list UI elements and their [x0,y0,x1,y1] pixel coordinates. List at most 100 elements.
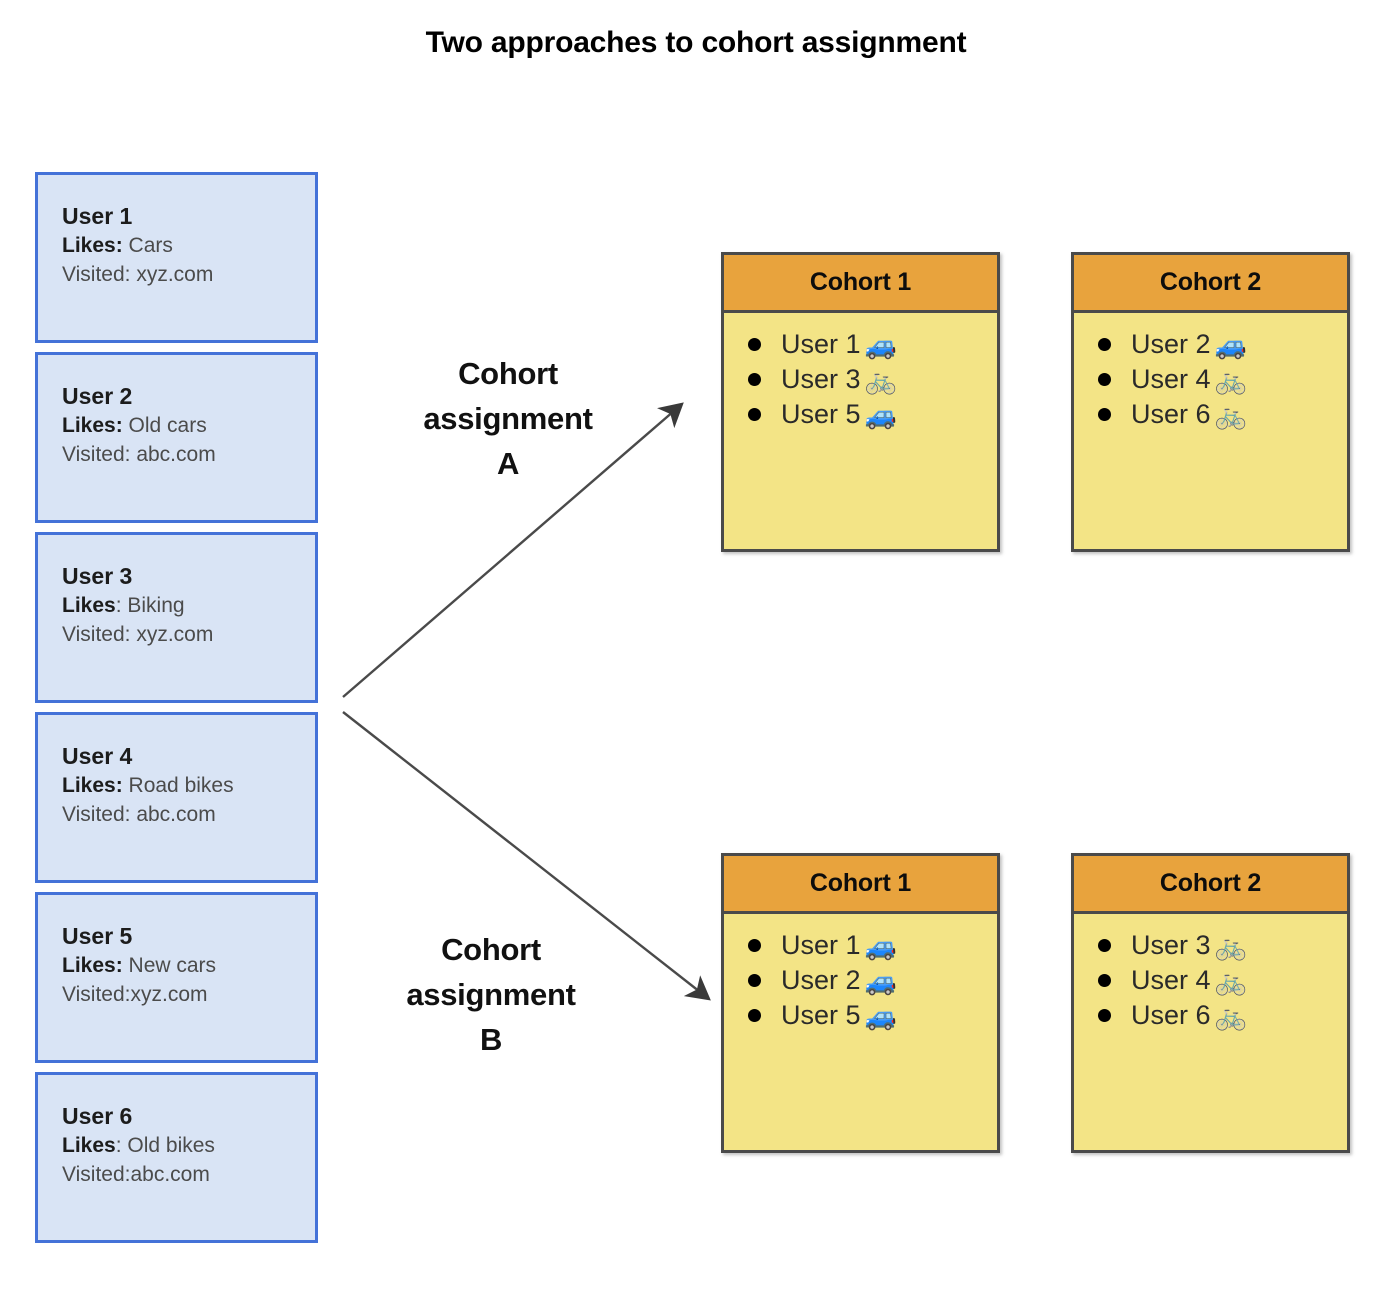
bicycle-icon: 🚲 [864,364,897,395]
likes-label: Likes [62,594,116,618]
member-label: User 4 [1131,965,1211,995]
assign-a-line2: assignment [423,400,593,436]
member-label: User 2 [781,965,861,995]
user-card[interactable]: User 5 Likes: New cars Visited:xyz.com [35,892,318,1063]
user-likes: Likes: Old bikes [62,1132,315,1161]
bullet-icon [748,974,761,987]
page-title: Two approaches to cohort assignment [425,26,967,59]
bicycle-icon: 🚲 [1214,965,1247,996]
likes-value: : Old bikes [115,1134,215,1158]
cohort-box-b1[interactable]: Cohort 1 User 1 🚙 User 2 🚙 User 5 🚙 [721,853,1000,1153]
list-item: User 6 🚲 [1074,397,1347,432]
member-label: User 6 [1131,399,1211,429]
member-label: User 5 [781,399,861,429]
bullet-icon [748,939,761,952]
likes-label: Likes: [62,234,123,258]
car-icon: 🚙 [864,930,897,961]
user-card[interactable]: User 3 Likes: Biking Visited: xyz.com [35,532,318,703]
user-name: User 2 [62,383,133,409]
user-visited: Visited: xyz.com [62,623,214,647]
bullet-icon [1098,974,1111,987]
likes-value: Road bikes [122,774,234,798]
list-item: User 3 🚲 [724,362,997,397]
cohort-box-a1[interactable]: Cohort 1 User 1 🚙 User 3 🚲 User 5 🚙 [721,252,1000,552]
cohort-title: Cohort 1 [724,856,997,914]
likes-value: Old cars [122,414,207,438]
member-label: User 3 [781,364,861,394]
bullet-icon [748,408,761,421]
cohort-box-b2[interactable]: Cohort 2 User 3 🚲 User 4 🚲 User 6 🚲 [1071,853,1350,1153]
car-icon: 🚙 [864,399,897,430]
bullet-icon [1098,338,1111,351]
member-label: User 2 [1131,329,1211,359]
likes-value: : Biking [115,594,185,618]
likes-label: Likes: [62,414,123,438]
user-visited: Visited:abc.com [62,1163,210,1187]
list-item: User 4 🚲 [1074,963,1347,998]
cohort-title: Cohort 1 [724,255,997,313]
user-likes: Likes: Old cars [62,412,315,441]
user-visited: Visited:xyz.com [62,983,208,1007]
cohort-member-list: User 2 🚙 User 4 🚲 User 6 🚲 [1074,313,1347,432]
user-card[interactable]: User 6 Likes: Old bikes Visited:abc.com [35,1072,318,1243]
user-list: User 1 Likes: Cars Visited: xyz.com User… [35,172,318,1252]
list-item: User 5 🚙 [724,397,997,432]
bullet-icon [1098,939,1111,952]
likes-label: Likes [62,1134,116,1158]
member-label: User 5 [781,1000,861,1030]
user-name: User 5 [62,923,133,949]
cohort-title: Cohort 2 [1074,255,1347,313]
cohort-box-a2[interactable]: Cohort 2 User 2 🚙 User 4 🚲 User 6 🚲 [1071,252,1350,552]
user-card[interactable]: User 2 Likes: Old cars Visited: abc.com [35,352,318,523]
bullet-icon [1098,1009,1111,1022]
car-icon: 🚙 [864,1000,897,1031]
member-label: User 1 [781,930,861,960]
user-name: User 6 [62,1103,133,1129]
cohort-member-list: User 1 🚙 User 3 🚲 User 5 🚙 [724,313,997,432]
cohort-member-list: User 3 🚲 User 4 🚲 User 6 🚲 [1074,914,1347,1033]
member-label: User 4 [1131,364,1211,394]
list-item: User 3 🚲 [1074,928,1347,963]
bicycle-icon: 🚲 [1214,930,1247,961]
list-item: User 2 🚙 [724,963,997,998]
bullet-icon [1098,373,1111,386]
user-visited: Visited: abc.com [62,803,216,827]
user-likes: Likes: Road bikes [62,772,315,801]
bullet-icon [748,373,761,386]
likes-label: Likes: [62,954,123,978]
user-name: User 1 [62,203,133,229]
list-item: User 6 🚲 [1074,998,1347,1033]
car-icon: 🚙 [864,329,897,360]
assign-a-line1: Cohort [458,356,558,391]
member-label: User 6 [1131,1000,1211,1030]
user-card[interactable]: User 1 Likes: Cars Visited: xyz.com [35,172,318,343]
user-name: User 3 [62,563,133,589]
car-icon: 🚙 [864,965,897,996]
user-likes: Likes: New cars [62,952,315,981]
assign-b-line2: assignment [406,976,576,1012]
member-label: User 3 [1131,930,1211,960]
list-item: User 5 🚙 [724,998,997,1033]
user-name: User 4 [62,743,133,769]
likes-value: Cars [122,234,173,258]
member-label: User 1 [781,329,861,359]
cohort-member-list: User 1 🚙 User 2 🚙 User 5 🚙 [724,914,997,1033]
bicycle-icon: 🚲 [1214,1000,1247,1031]
likes-value: New cars [122,954,217,978]
cohort-title: Cohort 2 [1074,856,1347,914]
user-visited: Visited: abc.com [62,443,216,467]
assign-b-line1: Cohort [441,932,541,967]
bullet-icon [1098,408,1111,421]
assign-b-line3: B [479,1021,503,1057]
cohort-assignment-a-label: Cohort assignment A [372,352,644,487]
likes-label: Likes: [62,774,123,798]
user-likes: Likes: Cars [62,232,315,261]
list-item: User 1 🚙 [724,928,997,963]
list-item: User 4 🚲 [1074,362,1347,397]
user-likes: Likes: Biking [62,592,315,621]
cohort-assignment-b-label: Cohort assignment B [355,928,627,1063]
bullet-icon [748,1009,761,1022]
user-card[interactable]: User 4 Likes: Road bikes Visited: abc.co… [35,712,318,883]
car-icon: 🚙 [1214,329,1247,360]
user-visited: Visited: xyz.com [62,263,214,287]
